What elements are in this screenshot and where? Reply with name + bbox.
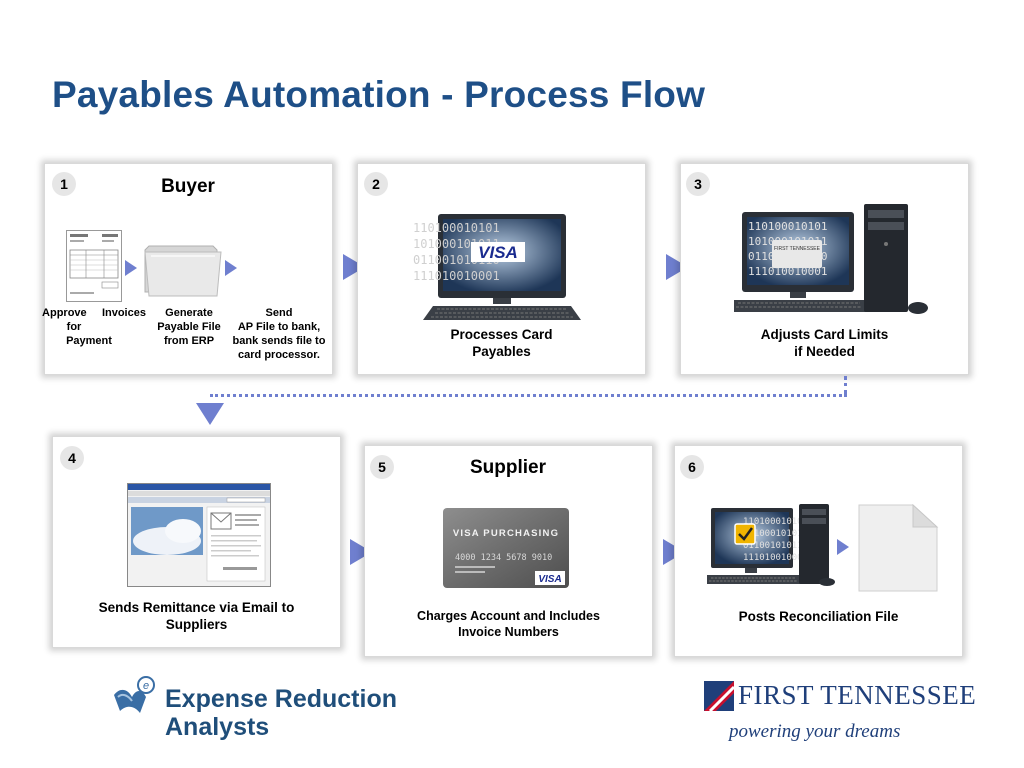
step-number-badge: 5	[370, 455, 394, 479]
step-number-badge: 6	[680, 455, 704, 479]
svg-text:VISA PURCHASING: VISA PURCHASING	[453, 528, 559, 539]
step-heading: Supplier	[469, 457, 546, 478]
step-caption: Posts Reconciliation File	[738, 609, 899, 624]
svg-text:110100010101: 110100010101	[748, 220, 827, 233]
svg-text:110100010101: 110100010101	[413, 221, 500, 235]
ft-logo-tagline: powering your dreams	[729, 721, 901, 742]
page-title: Payables Automation - Process Flow	[52, 74, 706, 115]
step-number-badge: 2	[364, 172, 388, 196]
svg-text:011001010110: 011001010110	[743, 541, 808, 551]
sub-label-approve: Approve Invoices for Payment	[42, 307, 146, 347]
step-card-5: 5 Supplier VISA PURCHASING 4000 1234 567…	[364, 445, 653, 657]
step-card-6: 6 110100010101 101000101011 011001010110…	[674, 445, 963, 657]
flow-arrow-right	[125, 260, 137, 276]
connector-line	[210, 394, 847, 397]
svg-text:101000101011: 101000101011	[743, 529, 808, 539]
desktop-computer-icon: 110100010101 101000101011 011001010110 1…	[734, 204, 930, 318]
flow-arrow-right	[837, 539, 849, 555]
step-card-1: 1 Buyer Approve Invoi	[42, 163, 333, 375]
svg-text:111010010001: 111010010001	[413, 269, 500, 283]
desktop-computer-icon: 110100010101 101000101011 011001010110 1…	[707, 504, 837, 590]
era-logo-text-line2: Analysts	[165, 713, 270, 741]
step-number-badge: 4	[60, 446, 84, 470]
file-document-icon	[857, 503, 939, 593]
step-number-badge: 3	[686, 172, 710, 196]
invoice-icon	[66, 230, 122, 302]
svg-text:FIRST TENNESSEE: FIRST TENNESSEE	[774, 246, 821, 252]
svg-text:111010010001: 111010010001	[743, 553, 808, 563]
svg-text:111010010001: 111010010001	[748, 265, 827, 278]
era-logo-icon: e	[110, 675, 156, 715]
ft-logo-name: FIRST TENNESSEE	[738, 680, 977, 710]
folder-icon	[143, 242, 223, 298]
email-window-icon	[127, 483, 271, 587]
flow-arrow-down	[196, 403, 224, 425]
connector-line	[844, 376, 847, 394]
svg-text:110100010101: 110100010101	[743, 517, 808, 527]
purchasing-card-icon: VISA PURCHASING 4000 1234 5678 9010 VISA	[443, 508, 569, 588]
era-logo-text-line1: Expense Reduction	[165, 685, 397, 713]
computer-monitor-icon: 110100010101 101000101011 011001010110 1…	[413, 214, 591, 322]
svg-text:VISA: VISA	[478, 243, 518, 262]
sub-label-send: Send AP File to bank, bank sends file to…	[232, 307, 326, 361]
step-card-3: 3 110100010101 101000101011 011001010110…	[680, 163, 969, 375]
sub-label-generate: Generate Payable File from ERP	[157, 307, 221, 347]
svg-text:e: e	[143, 680, 149, 692]
svg-text:4000 1234 5678 9010: 4000 1234 5678 9010	[455, 553, 552, 563]
step-number-badge: 1	[52, 172, 76, 196]
step-card-2: 2 110100010101 101000101011 011001010110…	[357, 163, 646, 375]
svg-text:VISA: VISA	[538, 574, 561, 585]
step-heading: Buyer	[161, 176, 215, 197]
flow-arrow-right	[225, 260, 237, 276]
ft-logo-icon	[704, 681, 734, 711]
